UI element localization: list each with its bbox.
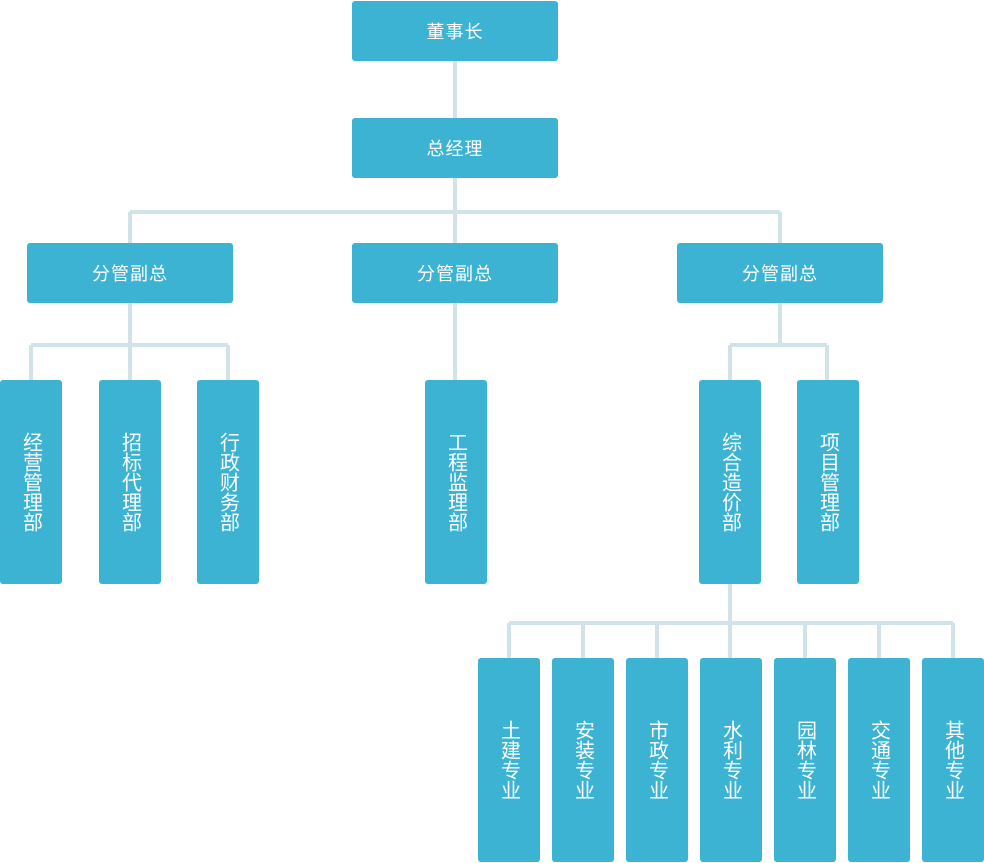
- specialty-label: 其他专业: [941, 720, 966, 800]
- specialty-box-installation: 安装专业: [552, 658, 614, 862]
- specialty-box-municipal: 市政专业: [626, 658, 688, 862]
- chairman-label: 董事长: [426, 22, 484, 43]
- vp-label: 分管副总: [417, 264, 493, 285]
- specialty-box-civil: 土建专业: [478, 658, 540, 862]
- specialty-label: 安装专业: [571, 720, 596, 800]
- vp-box-2: 分管副总: [352, 243, 558, 303]
- department-box-admin-finance: 行政财务部: [197, 380, 259, 584]
- specialty-box-landscape: 园林专业: [774, 658, 836, 862]
- department-label: 经营管理部: [19, 432, 44, 532]
- department-box-cost: 综合造价部: [699, 380, 761, 584]
- general-manager-label: 总经理: [426, 139, 484, 160]
- chairman-box: 董事长: [352, 1, 558, 61]
- general-manager-box: 总经理: [352, 118, 558, 178]
- specialty-label: 土建专业: [497, 720, 522, 800]
- specialty-label: 市政专业: [645, 720, 670, 800]
- department-label: 综合造价部: [718, 432, 743, 532]
- vp-box-1: 分管副总: [27, 243, 233, 303]
- department-box-business: 经营管理部: [0, 380, 62, 584]
- department-label: 招标代理部: [118, 432, 143, 532]
- specialty-label: 园林专业: [793, 720, 818, 800]
- specialty-label: 交通专业: [867, 720, 892, 800]
- department-label: 项目管理部: [816, 432, 841, 532]
- specialty-box-other: 其他专业: [922, 658, 984, 862]
- vp-box-3: 分管副总: [677, 243, 883, 303]
- vp-label: 分管副总: [742, 264, 818, 285]
- department-label: 行政财务部: [216, 432, 241, 532]
- department-label: 工程监理部: [444, 432, 469, 532]
- vp-label: 分管副总: [92, 264, 168, 285]
- specialty-box-transport: 交通专业: [848, 658, 910, 862]
- department-box-tender: 招标代理部: [99, 380, 161, 584]
- specialty-label: 水利专业: [719, 720, 744, 800]
- department-box-project: 项目管理部: [797, 380, 859, 584]
- specialty-box-water: 水利专业: [700, 658, 762, 862]
- department-box-supervision: 工程监理部: [425, 380, 487, 584]
